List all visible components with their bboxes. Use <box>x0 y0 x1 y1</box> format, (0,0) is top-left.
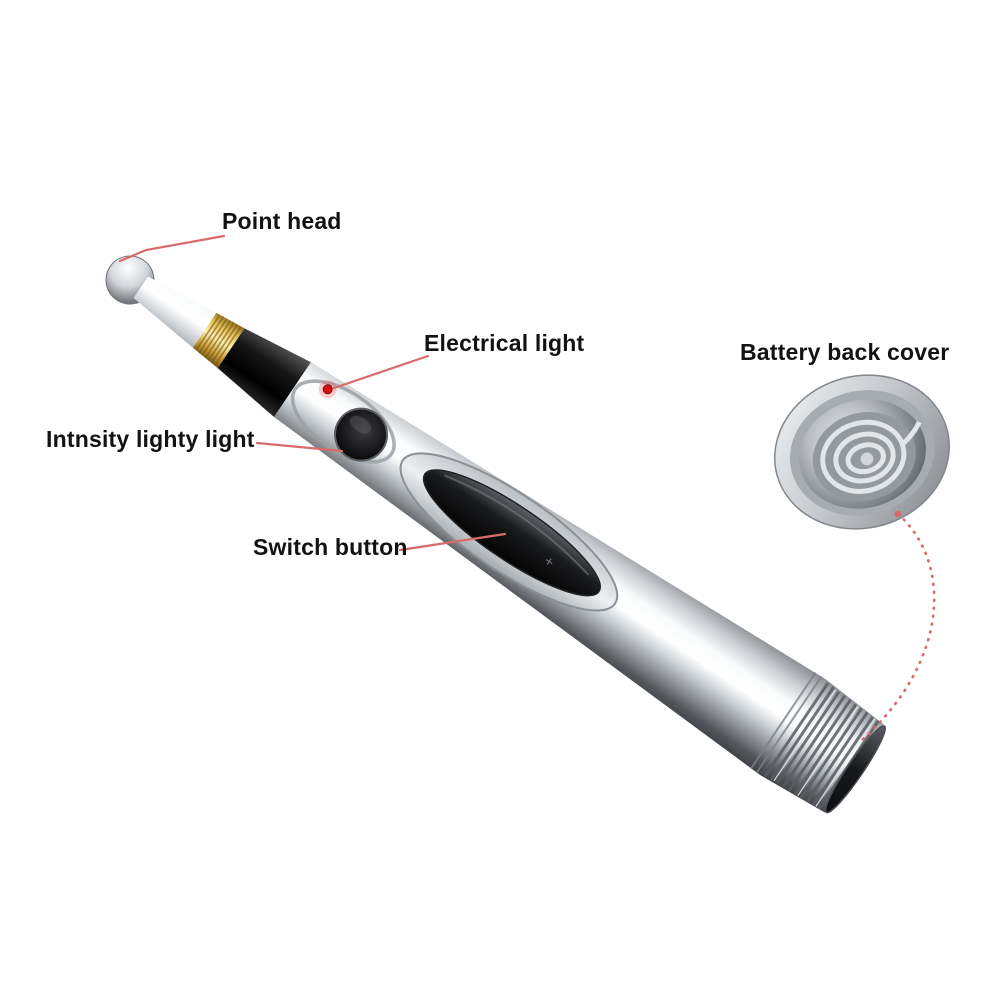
display-recess-ring <box>290 379 396 464</box>
switch-button-oval[interactable] <box>410 452 614 614</box>
flange-rings <box>750 672 823 774</box>
cover-connector <box>860 510 936 742</box>
acupuncture-pen: + <box>105 255 886 814</box>
black-collar <box>217 328 311 417</box>
electrical-light-led <box>318 380 337 399</box>
battery-spring <box>820 419 922 494</box>
connector-start-dot <box>894 510 902 518</box>
pen-open-end <box>824 725 886 814</box>
switch-highlight <box>444 474 590 576</box>
display-glare <box>349 415 372 434</box>
switch-assembly: + <box>399 452 619 614</box>
led-dot <box>322 384 333 395</box>
intensity-display-window <box>334 407 389 462</box>
leader-lines <box>118 234 507 552</box>
point-head-leader <box>118 234 226 263</box>
intensity-light-leader <box>255 441 344 453</box>
point-head-neck <box>133 276 217 348</box>
intensity-light-label: Intnsity lighty light <box>46 426 255 452</box>
electrical-light-label: Electrical light <box>424 330 585 356</box>
spring-center <box>859 451 875 467</box>
electrical-light-leader <box>332 354 430 390</box>
gold-ribbed-ring <box>192 312 245 369</box>
thread-glints <box>773 689 876 807</box>
gold-ring-ribs <box>195 314 242 366</box>
switch-button-label: Switch button <box>253 534 408 560</box>
cover-dashed-curve <box>860 512 936 742</box>
battery-back-cover <box>774 374 950 530</box>
point-head-label: Point head <box>222 208 342 234</box>
switch-button-leader <box>398 532 507 552</box>
battery-back-cover-label: Battery back cover <box>740 339 950 365</box>
spring-tail <box>900 421 922 447</box>
